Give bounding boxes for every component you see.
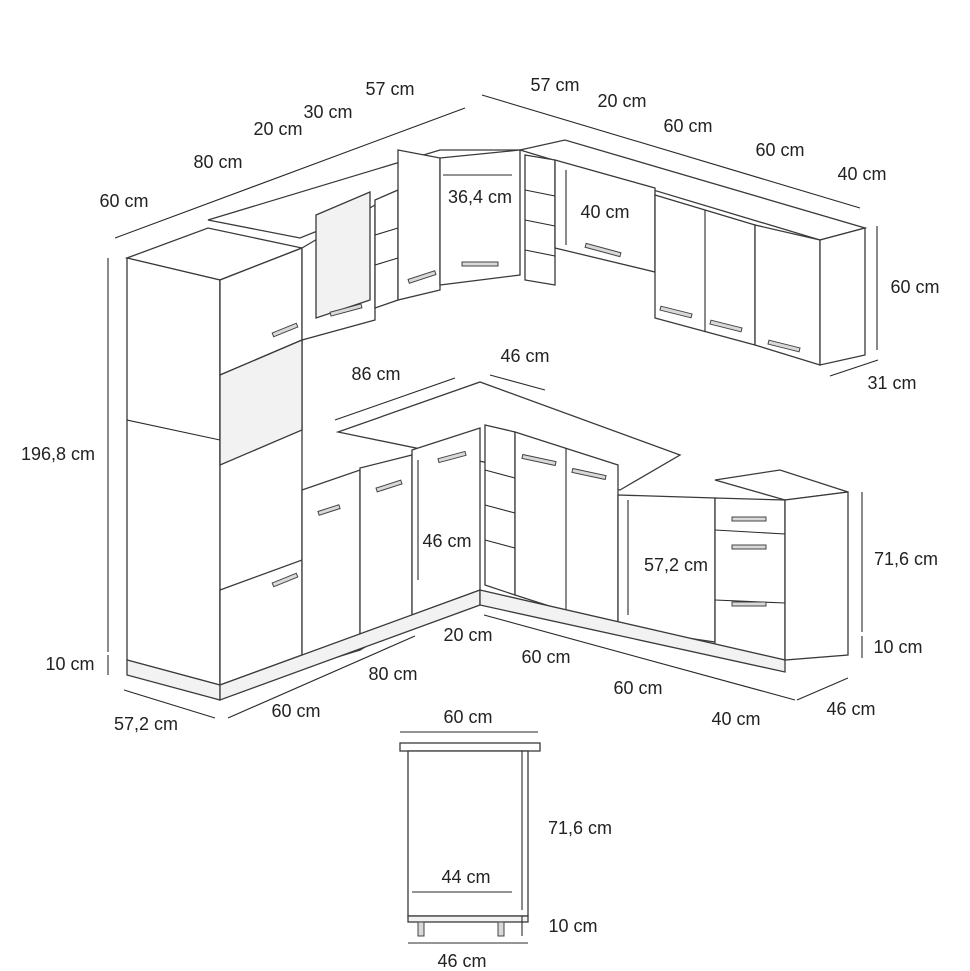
dim-upper-height: 60 cm bbox=[890, 277, 939, 297]
dim-tall-plinth: 10 cm bbox=[45, 654, 94, 674]
dim-upper-right-60b: 60 cm bbox=[755, 140, 804, 160]
dim-upper-back-20: 20 cm bbox=[253, 119, 302, 139]
dim-upper-right-60a: 60 cm bbox=[663, 116, 712, 136]
dim-upper-door-height: 40 cm bbox=[580, 202, 629, 222]
dim-upper-right-20: 20 cm bbox=[597, 91, 646, 111]
dim-lower-60-left: 60 cm bbox=[271, 701, 320, 721]
dim-upper-right-40: 40 cm bbox=[837, 164, 886, 184]
dim-upper-right-57: 57 cm bbox=[530, 75, 579, 95]
dim-section-width: 60 cm bbox=[443, 707, 492, 727]
lower-cabinets bbox=[126, 381, 849, 701]
dimension-lines bbox=[107, 94, 879, 944]
dim-upper-back-57: 57 cm bbox=[365, 79, 414, 99]
dim-base-height: 71,6 cm bbox=[874, 549, 938, 569]
dim-upper-depth: 31 cm bbox=[867, 373, 916, 393]
upper-cabinets-left bbox=[207, 149, 521, 341]
dim-lower-60a: 60 cm bbox=[521, 647, 570, 667]
dim-lower-40: 40 cm bbox=[711, 709, 760, 729]
dim-lower-80: 80 cm bbox=[368, 664, 417, 684]
dim-section-inner: 44 cm bbox=[441, 867, 490, 887]
dim-inner-depth: 46 cm bbox=[422, 531, 471, 551]
dim-tall-height: 196,8 cm bbox=[21, 444, 95, 464]
dim-corner-width: 36,4 cm bbox=[448, 187, 512, 207]
dim-lower-depth-right: 46 cm bbox=[826, 699, 875, 719]
dim-worktop-86: 86 cm bbox=[351, 364, 400, 384]
tall-cabinet bbox=[124, 227, 305, 686]
dim-lower-60b: 60 cm bbox=[613, 678, 662, 698]
dim-tall-depth: 57,2 cm bbox=[114, 714, 178, 734]
dim-upper-back-30: 30 cm bbox=[303, 102, 352, 122]
dim-worktop-46: 46 cm bbox=[500, 346, 549, 366]
dim-upper-back-80: 80 cm bbox=[193, 152, 242, 172]
dim-section-plinth: 10 cm bbox=[548, 916, 597, 936]
dim-base-plinth: 10 cm bbox=[873, 637, 922, 657]
dim-upper-back-60: 60 cm bbox=[99, 191, 148, 211]
dim-section-depth: 46 cm bbox=[437, 951, 486, 971]
base-cabinet-section bbox=[399, 742, 541, 937]
upper-cabinets-right bbox=[517, 139, 868, 366]
dim-lower-20: 20 cm bbox=[443, 625, 492, 645]
dim-dishwasher-depth: 57,2 cm bbox=[644, 555, 708, 575]
dim-section-height: 71,6 cm bbox=[548, 818, 612, 838]
